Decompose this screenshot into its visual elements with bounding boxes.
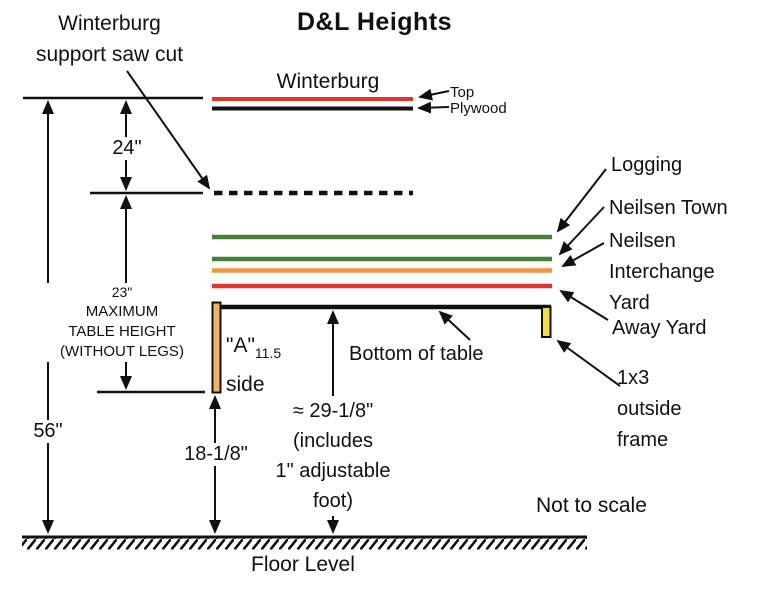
neilsen-interchange-line1: Neilsen <box>609 230 676 252</box>
plywood-arrow <box>417 101 450 114</box>
floor-level-label: Floor Level <box>251 553 355 576</box>
dim-24-label: 24" <box>101 137 153 160</box>
saw-cut-arrow <box>126 70 211 190</box>
outside-frame-line2: outside <box>617 398 682 420</box>
a-side-label: "A"11.5 side <box>226 330 281 401</box>
dim-18-label: 18-1/8" <box>174 443 258 466</box>
dim-29-line3: 1" adjustable <box>275 460 391 482</box>
page-title: D&L Heights <box>297 8 453 36</box>
neilsen-interchange-line2: Interchange <box>609 261 715 283</box>
a-side-word: side <box>226 373 265 396</box>
logging-arrow <box>556 168 607 233</box>
dim-29-line4: foot) <box>312 490 354 512</box>
neilsen-interchange-line3: Yard <box>609 292 650 314</box>
away-yard-arrow <box>559 289 609 321</box>
dim-29-line2: (includes <box>292 430 374 452</box>
top-label: Top <box>450 84 475 101</box>
dim-23-value: 23" <box>111 284 133 300</box>
a-side-support <box>211 301 222 394</box>
neilsen-town-arrow <box>558 206 605 256</box>
saw-cut-label-line1: Winterburg <box>58 12 161 35</box>
floor-hatching <box>22 538 587 550</box>
logging-label: Logging <box>611 154 683 176</box>
dim-29-label: ≈ 29-1/8" (includes 1" adjustable foot) <box>256 396 410 516</box>
winterburg-track-label: Winterburg <box>276 70 380 93</box>
neilsen-interchange-label: Neilsen Interchange Yard <box>609 226 715 319</box>
max-table-line2: TABLE HEIGHT <box>68 323 176 340</box>
a-side-subscript: 11.5 <box>254 345 282 361</box>
bottom-of-table-arrow <box>438 310 471 341</box>
plywood-label: Plywood <box>450 100 507 117</box>
outside-frame-line1: 1x3 <box>617 367 650 389</box>
outside-frame-label: 1x3 outside frame <box>617 363 682 456</box>
away-yard-label: Away Yard <box>612 317 707 339</box>
a-side-letter: "A" <box>226 334 255 357</box>
outside-frame-piece <box>541 306 552 338</box>
saw-cut-label-line2: support saw cut <box>35 43 184 66</box>
outside-frame-line3: frame <box>617 429 669 451</box>
not-to-scale-label: Not to scale <box>536 494 647 517</box>
saw-cut-label: Winterburg support saw cut <box>17 8 202 70</box>
dim-56-label: 56" <box>25 420 71 443</box>
outside-frame-arrow <box>556 339 621 387</box>
neilsen-town-label: Neilsen Town <box>609 197 728 219</box>
bottom-of-table-label: Bottom of table <box>349 343 484 365</box>
dim-23-label: 23" MAXIMUM TABLE HEIGHT (WITHOUT LEGS) <box>40 283 204 362</box>
neilsen-interchange-arrow <box>561 242 605 267</box>
max-table-line3: (WITHOUT LEGS) <box>60 343 184 360</box>
top-arrow <box>418 88 450 101</box>
dim-29-line1: ≈ 29-1/8" <box>292 400 374 422</box>
max-table-line1: MAXIMUM <box>85 303 159 320</box>
